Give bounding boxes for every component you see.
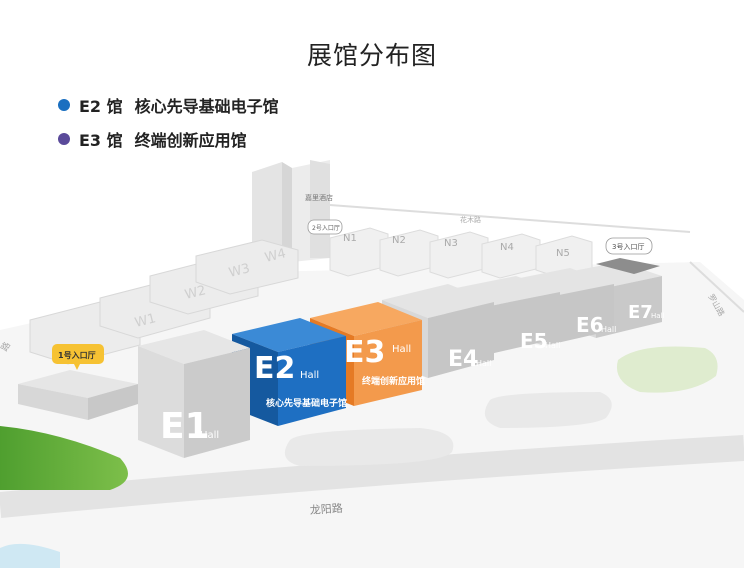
gate1-marker [52, 344, 104, 370]
hall-e1-code: E1 [160, 406, 210, 447]
west-halls [29, 239, 299, 365]
gate2-label: 2号入口厅 [312, 225, 340, 232]
hall-e2-code: E2 [254, 351, 295, 386]
entrance-hall-3 [596, 258, 660, 274]
legend: E2 馆 核心先导基础电子馆 E3 馆 终端创新应用馆 [58, 92, 279, 160]
hall-w3-label: W3 [227, 261, 251, 281]
hall-e2-suffix: Hall [300, 370, 319, 381]
legend-hall-label: E2 馆 [79, 97, 123, 116]
hall-e7-code: E7 [628, 302, 653, 323]
gate1-label: 1号入口厅 [58, 351, 96, 360]
e2-dot-icon [58, 99, 70, 111]
hall-e1 [138, 330, 250, 458]
hall-n3-label: N3 [444, 238, 458, 249]
hall-e6-code: E6 [576, 313, 604, 337]
hall-e1-suffix: Hall [200, 430, 219, 441]
gate3-label: 3号入口厅 [612, 243, 644, 251]
hall-e4-suffix: Hall [476, 359, 491, 368]
legend-hall-label: E3 馆 [79, 131, 123, 150]
hall-e5-code: E5 [520, 329, 548, 353]
hall-e7-suffix: Hall [651, 312, 664, 320]
gate3-marker [605, 237, 653, 255]
green-area-west [0, 426, 128, 490]
legend-hall-name: 核心先导基础电子馆 [134, 97, 279, 116]
hall-w1-label: W1 [133, 311, 157, 331]
road-north-label: 花木路 [460, 215, 481, 224]
legend-hall-name: 终端创新应用馆 [134, 131, 247, 150]
hall-n2-label: N2 [392, 235, 406, 246]
north-road-line [329, 204, 691, 233]
hall-e3-suffix: Hall [392, 344, 411, 355]
hall-n4-label: N4 [500, 242, 514, 253]
hall-w4-label: W4 [263, 246, 287, 266]
hall-w2-label: W2 [183, 283, 207, 303]
page-title: 展馆分布图 [306, 41, 437, 70]
hall-n5-label: N5 [556, 248, 570, 259]
plaza-south [284, 428, 454, 466]
hotel-label: 嘉里酒店 [305, 193, 333, 202]
road-south-label: 龙阳路 [309, 502, 343, 517]
legend-item-e3: E3 馆 终端创新应用馆 [58, 126, 279, 152]
hall-e3-code: E3 [344, 335, 385, 370]
hall-e5-suffix: Hall [545, 341, 560, 350]
south-road [0, 435, 744, 518]
green-area-east [616, 346, 718, 393]
hall-e2-name: 核心先导基础电子馆 [266, 397, 347, 409]
hall-e3-name: 终端创新应用馆 [361, 375, 425, 387]
e3-dot-icon [58, 133, 70, 145]
gate2-marker [307, 219, 343, 235]
legend-item-e2: E2 馆 核心先导基础电子馆 [58, 92, 279, 118]
entrance-hall-1 [18, 370, 138, 420]
hall-n1-label: N1 [343, 233, 357, 244]
north-halls [329, 227, 593, 279]
east-road-line [689, 261, 744, 313]
hall-e4-code: E4 [448, 347, 478, 372]
plaza-east [484, 392, 612, 428]
water-area [0, 543, 60, 568]
hall-e6-suffix: Hall [601, 325, 616, 334]
